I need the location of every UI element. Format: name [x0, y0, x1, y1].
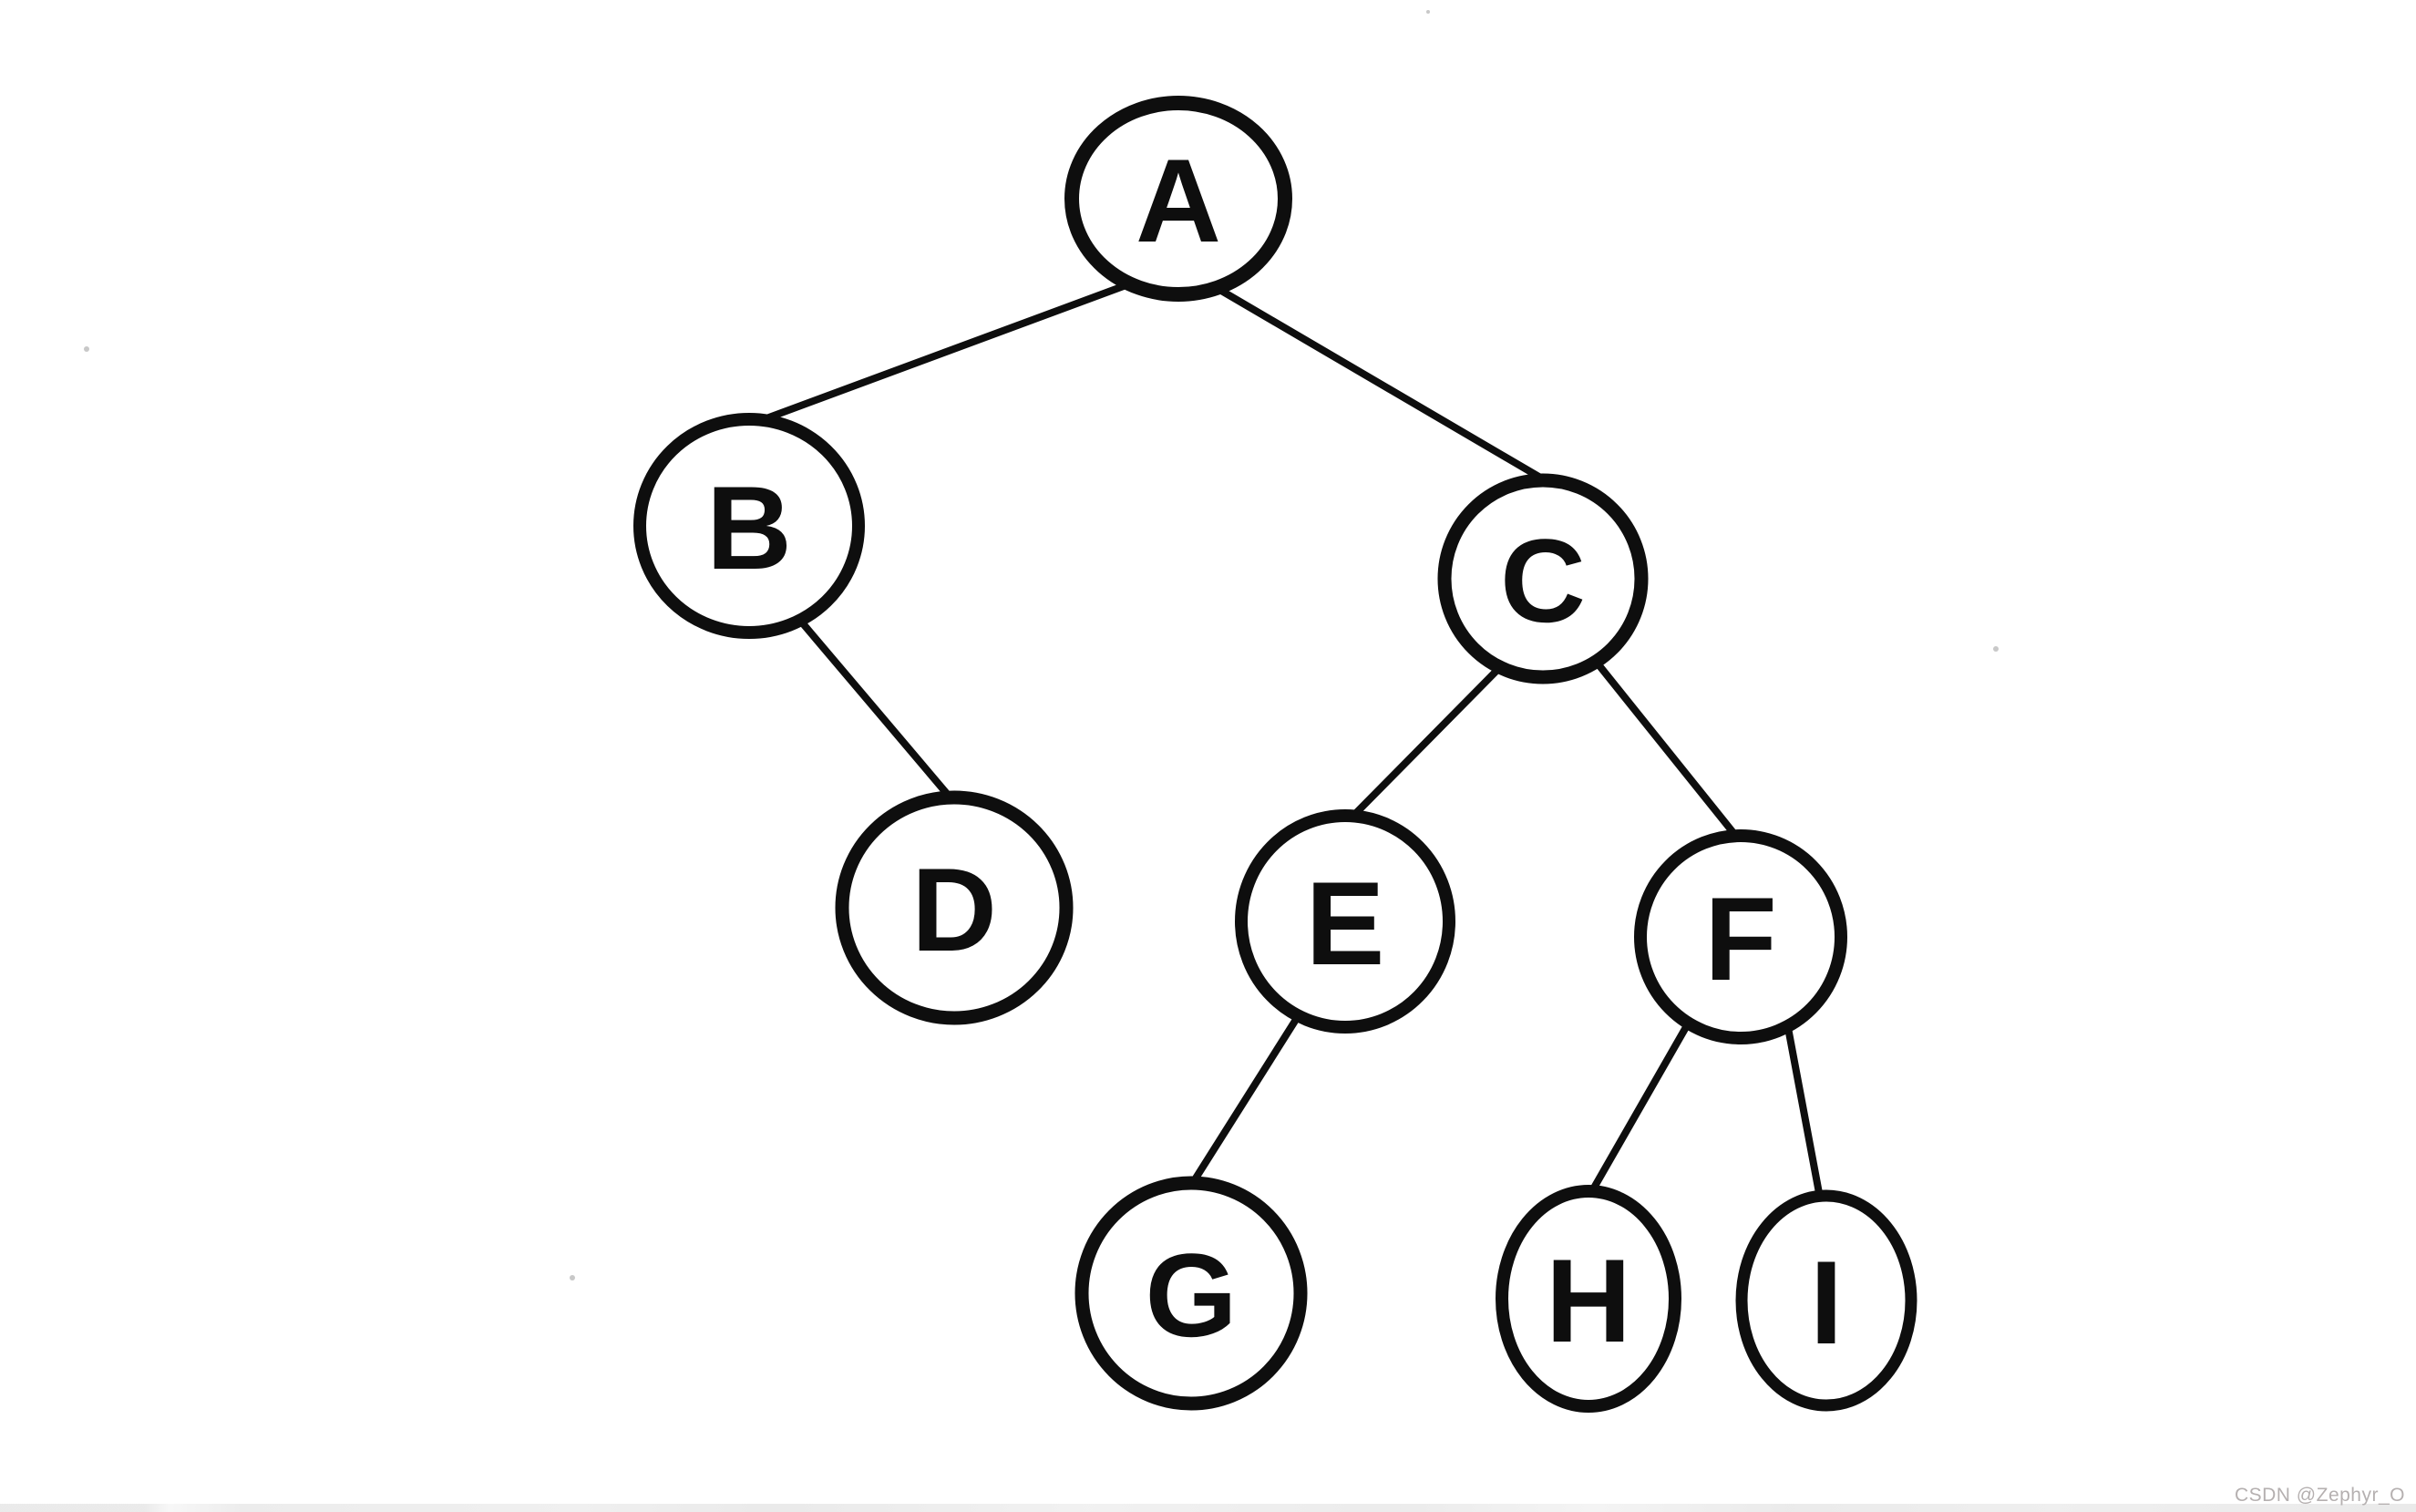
- node-label-I: I: [1810, 1236, 1843, 1369]
- node-circle-C: [1437, 473, 1649, 684]
- tree-node-A: A: [1064, 96, 1292, 302]
- node-label-H: H: [1546, 1234, 1631, 1367]
- edge-C-F: [1571, 632, 1764, 870]
- node-label-B: B: [706, 461, 792, 594]
- node-circle-H: [1496, 1185, 1681, 1413]
- node-label-G: G: [1145, 1229, 1237, 1362]
- node-label-E: E: [1306, 857, 1385, 990]
- node-circle-I: [1735, 1189, 1917, 1412]
- node-circle-D: [835, 790, 1074, 1025]
- node-circle-B: [633, 413, 865, 639]
- node-label-F: F: [1704, 872, 1776, 1005]
- tree-node-F: F: [1634, 829, 1847, 1044]
- tree-node-C: C: [1437, 473, 1649, 684]
- scan-speck: [1426, 10, 1430, 14]
- tree-node-D: D: [835, 790, 1074, 1025]
- tree-node-E: E: [1235, 809, 1455, 1034]
- scan-speck: [570, 1275, 575, 1281]
- tree-node-B: B: [633, 413, 865, 639]
- node-label-A: A: [1136, 134, 1221, 267]
- tree-node-I: I: [1735, 1189, 1917, 1412]
- node-circle-E: [1235, 809, 1455, 1034]
- tree-node-H: H: [1496, 1185, 1681, 1413]
- scan-speck: [84, 346, 89, 352]
- edge-B-D: [771, 587, 979, 830]
- watermark: CSDN @Zephyr_O: [2234, 1485, 2405, 1506]
- scan-smudge-band: [0, 1504, 2416, 1512]
- node-circle-F: [1634, 829, 1847, 1044]
- tree-node-G: G: [1074, 1176, 1308, 1411]
- node-label-C: C: [1500, 514, 1586, 647]
- node-circle-A: [1064, 96, 1292, 302]
- scan-speck: [1993, 646, 1999, 652]
- node-label-D: D: [911, 843, 997, 976]
- edge-A-C: [1188, 270, 1581, 503]
- node-circle-G: [1074, 1176, 1308, 1411]
- edge-A-B: [716, 269, 1164, 439]
